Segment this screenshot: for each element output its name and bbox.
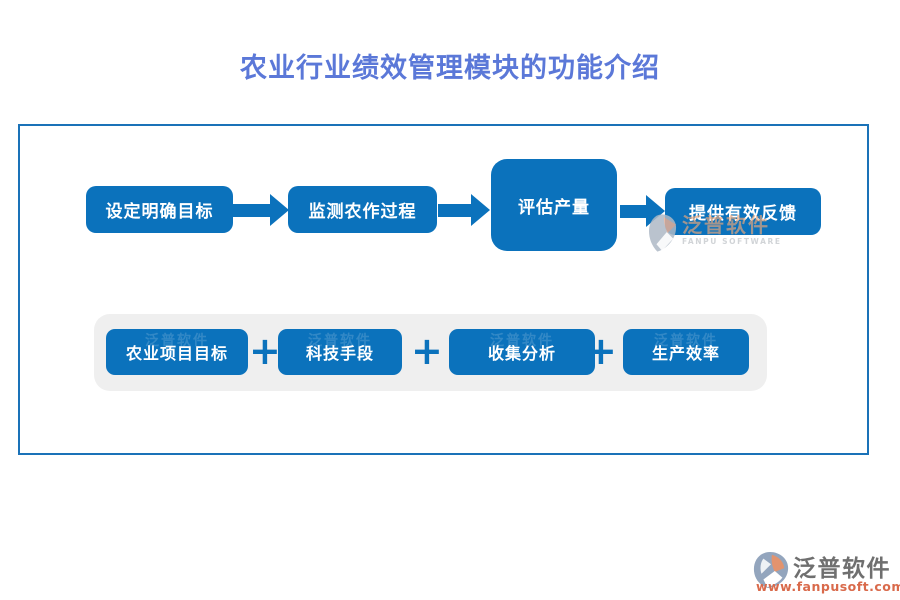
flow-step-label: 监测农作过程 bbox=[308, 202, 417, 222]
watermark-brand: 泛普软件 bbox=[682, 213, 770, 237]
watermark-subtext: FANPU SOFTWARE bbox=[682, 237, 782, 246]
fanpu-logo-icon bbox=[649, 214, 677, 252]
formula-item-label: 生产效率 bbox=[651, 344, 720, 363]
flow-step-set-goals: 设定明确目标 bbox=[86, 186, 233, 233]
footer-url: www.fanpusoft.com bbox=[756, 579, 900, 594]
flow-step-label: 提供有效反馈 bbox=[689, 204, 797, 224]
plus-icon: + bbox=[585, 329, 617, 373]
flow-step-label: 设定明确目标 bbox=[105, 202, 214, 222]
flow-step-evaluate-yield: 评估产量 bbox=[491, 159, 617, 251]
fanpu-logo-icon bbox=[753, 551, 789, 589]
footer-brand: 泛普软件 bbox=[793, 555, 891, 582]
arrow-right-icon bbox=[438, 194, 490, 226]
arrow-bar bbox=[231, 203, 270, 217]
formula-item-label: 农业项目目标 bbox=[125, 344, 228, 363]
arrow-bar bbox=[438, 203, 471, 217]
plus-icon: + bbox=[249, 329, 281, 373]
formula-item-collect-analyze: 泛普软件 收集分析 bbox=[449, 329, 595, 375]
formula-item-project-goals: 泛普软件 农业项目目标 bbox=[106, 329, 248, 375]
watermark-text: 泛普软件 FANPU SOFTWARE bbox=[682, 213, 782, 246]
formula-item-technology: 泛普软件 科技手段 bbox=[278, 329, 402, 375]
arrow-head bbox=[270, 194, 289, 226]
plus-icon: + bbox=[411, 329, 443, 373]
flow-step-label: 评估产量 bbox=[518, 197, 590, 218]
watermark: 泛普软件 FANPU SOFTWARE bbox=[649, 213, 782, 253]
flow-step-provide-feedback: 提供有效反馈 bbox=[665, 188, 821, 235]
arrow-bar bbox=[620, 204, 646, 218]
flow-step-monitor-farming: 监测农作过程 bbox=[288, 186, 437, 233]
formula-item-efficiency: 泛普软件 生产效率 bbox=[623, 329, 749, 375]
page-title: 农业行业绩效管理模块的功能介绍 bbox=[240, 53, 660, 84]
arrow-right-icon bbox=[231, 194, 289, 226]
arrow-head bbox=[471, 194, 490, 226]
footer-logo: 泛普软件 www.fanpusoft.com bbox=[750, 549, 900, 595]
formula-item-label: 收集分析 bbox=[487, 344, 556, 363]
main-panel: 设定明确目标 监测农作过程 评估产量 提供有效反馈 泛普软件 农业项目目标 bbox=[18, 124, 869, 455]
formula-item-label: 科技手段 bbox=[305, 344, 374, 363]
